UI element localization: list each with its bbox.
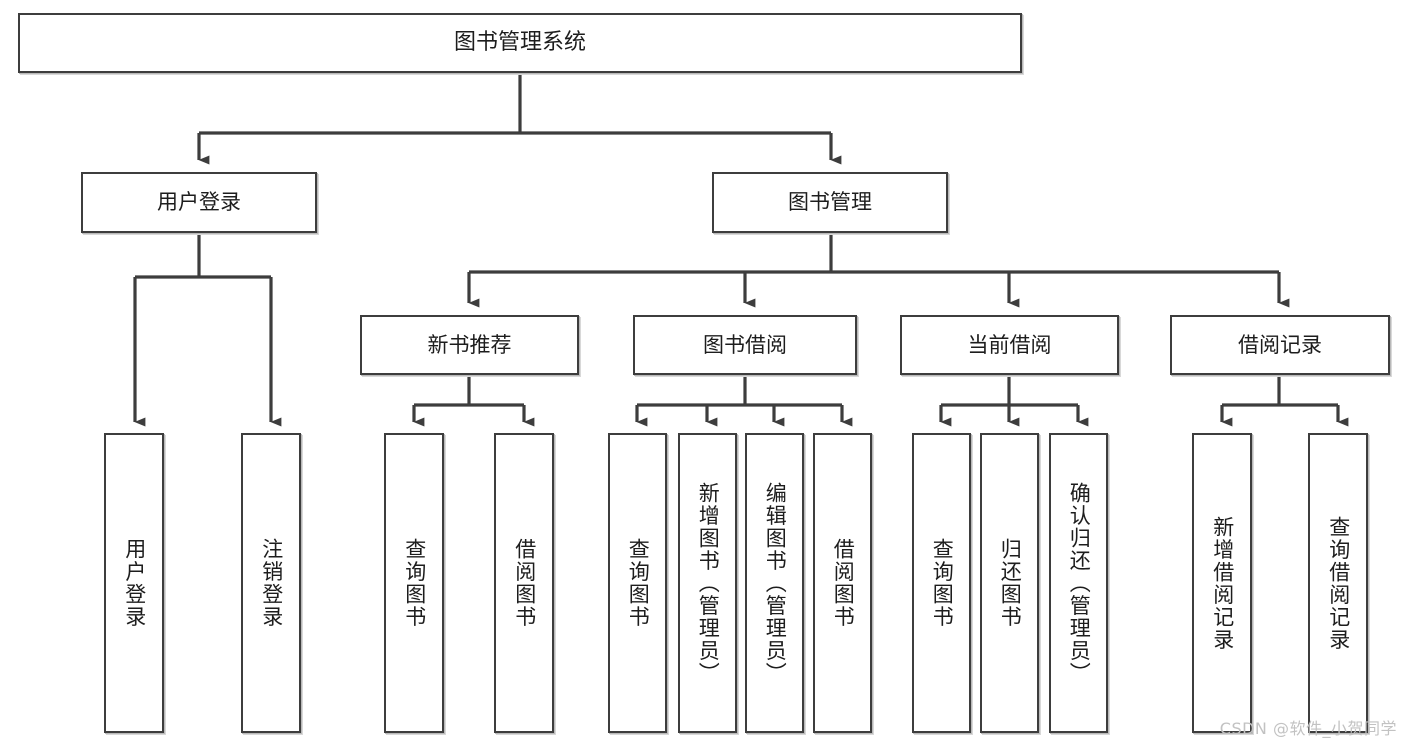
node-label: 查询借阅记录 — [1326, 515, 1351, 651]
node-label: 用户登录 — [157, 190, 241, 214]
leaf-user-login-signout[interactable]: 注销登录 — [241, 433, 301, 733]
node-user-login[interactable]: 用户登录 — [81, 172, 317, 233]
node-label: 编辑图书（管理员） — [763, 481, 788, 685]
leaf-borrow-add-book[interactable]: 新增图书（管理员） — [678, 433, 737, 733]
node-label: 新增借阅记录 — [1210, 515, 1235, 651]
leaf-borrow-edit-book[interactable]: 编辑图书（管理员） — [745, 433, 804, 733]
leaf-current-confirm-return[interactable]: 确认归还（管理员） — [1049, 433, 1108, 733]
node-borrow-record[interactable]: 借阅记录 — [1170, 315, 1390, 375]
node-label: 借阅图书 — [831, 538, 856, 628]
leaf-current-query-book[interactable]: 查询图书 — [912, 433, 971, 733]
node-new-book-recommend[interactable]: 新书推荐 — [360, 315, 579, 375]
node-label: 图书管理 — [788, 190, 872, 214]
node-label: 借阅图书 — [512, 538, 537, 628]
node-label: 图书借阅 — [703, 332, 787, 357]
leaf-recommend-borrow-book[interactable]: 借阅图书 — [494, 433, 554, 733]
node-label: 确认归还（管理员） — [1067, 481, 1092, 685]
node-label: 借阅记录 — [1238, 332, 1322, 357]
leaf-current-return-book[interactable]: 归还图书 — [980, 433, 1039, 733]
node-root-system[interactable]: 图书管理系统 — [18, 13, 1022, 73]
node-label: 图书管理系统 — [453, 30, 586, 55]
node-current-borrow[interactable]: 当前借阅 — [900, 315, 1119, 375]
node-label: 注销登录 — [259, 538, 284, 628]
node-book-borrow[interactable]: 图书借阅 — [633, 315, 857, 375]
node-book-management[interactable]: 图书管理 — [712, 172, 948, 233]
leaf-borrow-borrow-book[interactable]: 借阅图书 — [813, 433, 872, 733]
leaf-record-query-record[interactable]: 查询借阅记录 — [1308, 433, 1368, 733]
node-label: 新增图书（管理员） — [696, 481, 721, 685]
node-label: 当前借阅 — [967, 332, 1052, 357]
node-label: 用户登录 — [122, 538, 147, 628]
leaf-recommend-query-book[interactable]: 查询图书 — [384, 433, 444, 733]
node-label: 归还图书 — [998, 538, 1023, 628]
leaf-user-login-signin[interactable]: 用户登录 — [104, 433, 164, 733]
csdn-watermark: CSDN @软件_小贺同学 — [1219, 719, 1397, 738]
node-label: 查询图书 — [626, 538, 651, 628]
leaf-borrow-query-book[interactable]: 查询图书 — [608, 433, 667, 733]
node-label: 查询图书 — [402, 538, 427, 628]
node-label: 查询图书 — [930, 538, 955, 628]
node-label: 新书推荐 — [427, 332, 512, 357]
leaf-record-add-record[interactable]: 新增借阅记录 — [1192, 433, 1252, 733]
